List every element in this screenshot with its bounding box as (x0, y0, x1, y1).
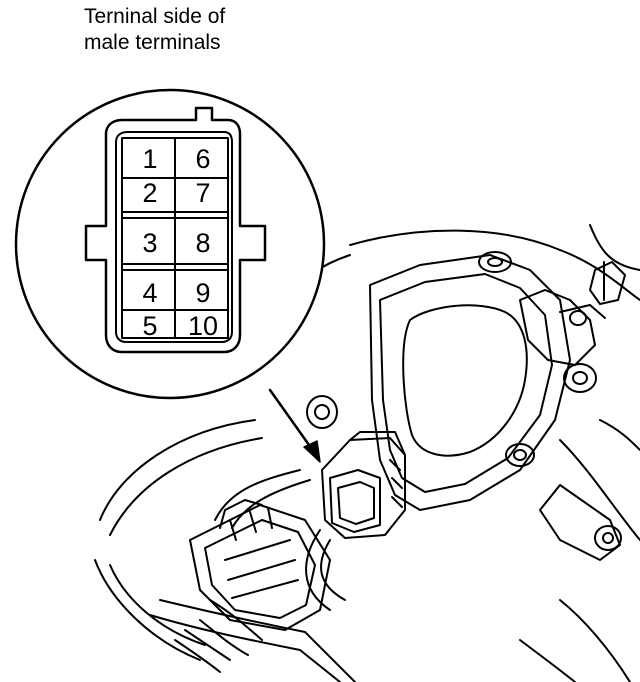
pin-10-label: 10 (188, 311, 218, 341)
pin-3-label: 3 (142, 228, 157, 258)
pin-7-label: 7 (195, 178, 210, 208)
connector-face (84, 106, 267, 354)
pin-9-label: 9 (195, 278, 210, 308)
pin-6-label: 6 (195, 144, 210, 174)
caption-line-1: Terninal side of (84, 5, 226, 28)
pin-8-label: 8 (195, 228, 210, 258)
switch-assembly-illustration (94, 224, 640, 682)
pin-1-label: 1 (142, 144, 157, 174)
magnifier-circle (14, 88, 326, 400)
caption: Terninal side of male terminals (84, 4, 225, 56)
pin-4-label: 4 (142, 278, 157, 308)
pin-2-label: 2 (142, 178, 157, 208)
pin-labels: 1 6 2 7 3 8 4 9 5 10 (142, 144, 218, 341)
caption-line-2: male terminals (84, 31, 221, 54)
pin-5-label: 5 (142, 311, 157, 341)
callout-arrow (268, 388, 321, 463)
